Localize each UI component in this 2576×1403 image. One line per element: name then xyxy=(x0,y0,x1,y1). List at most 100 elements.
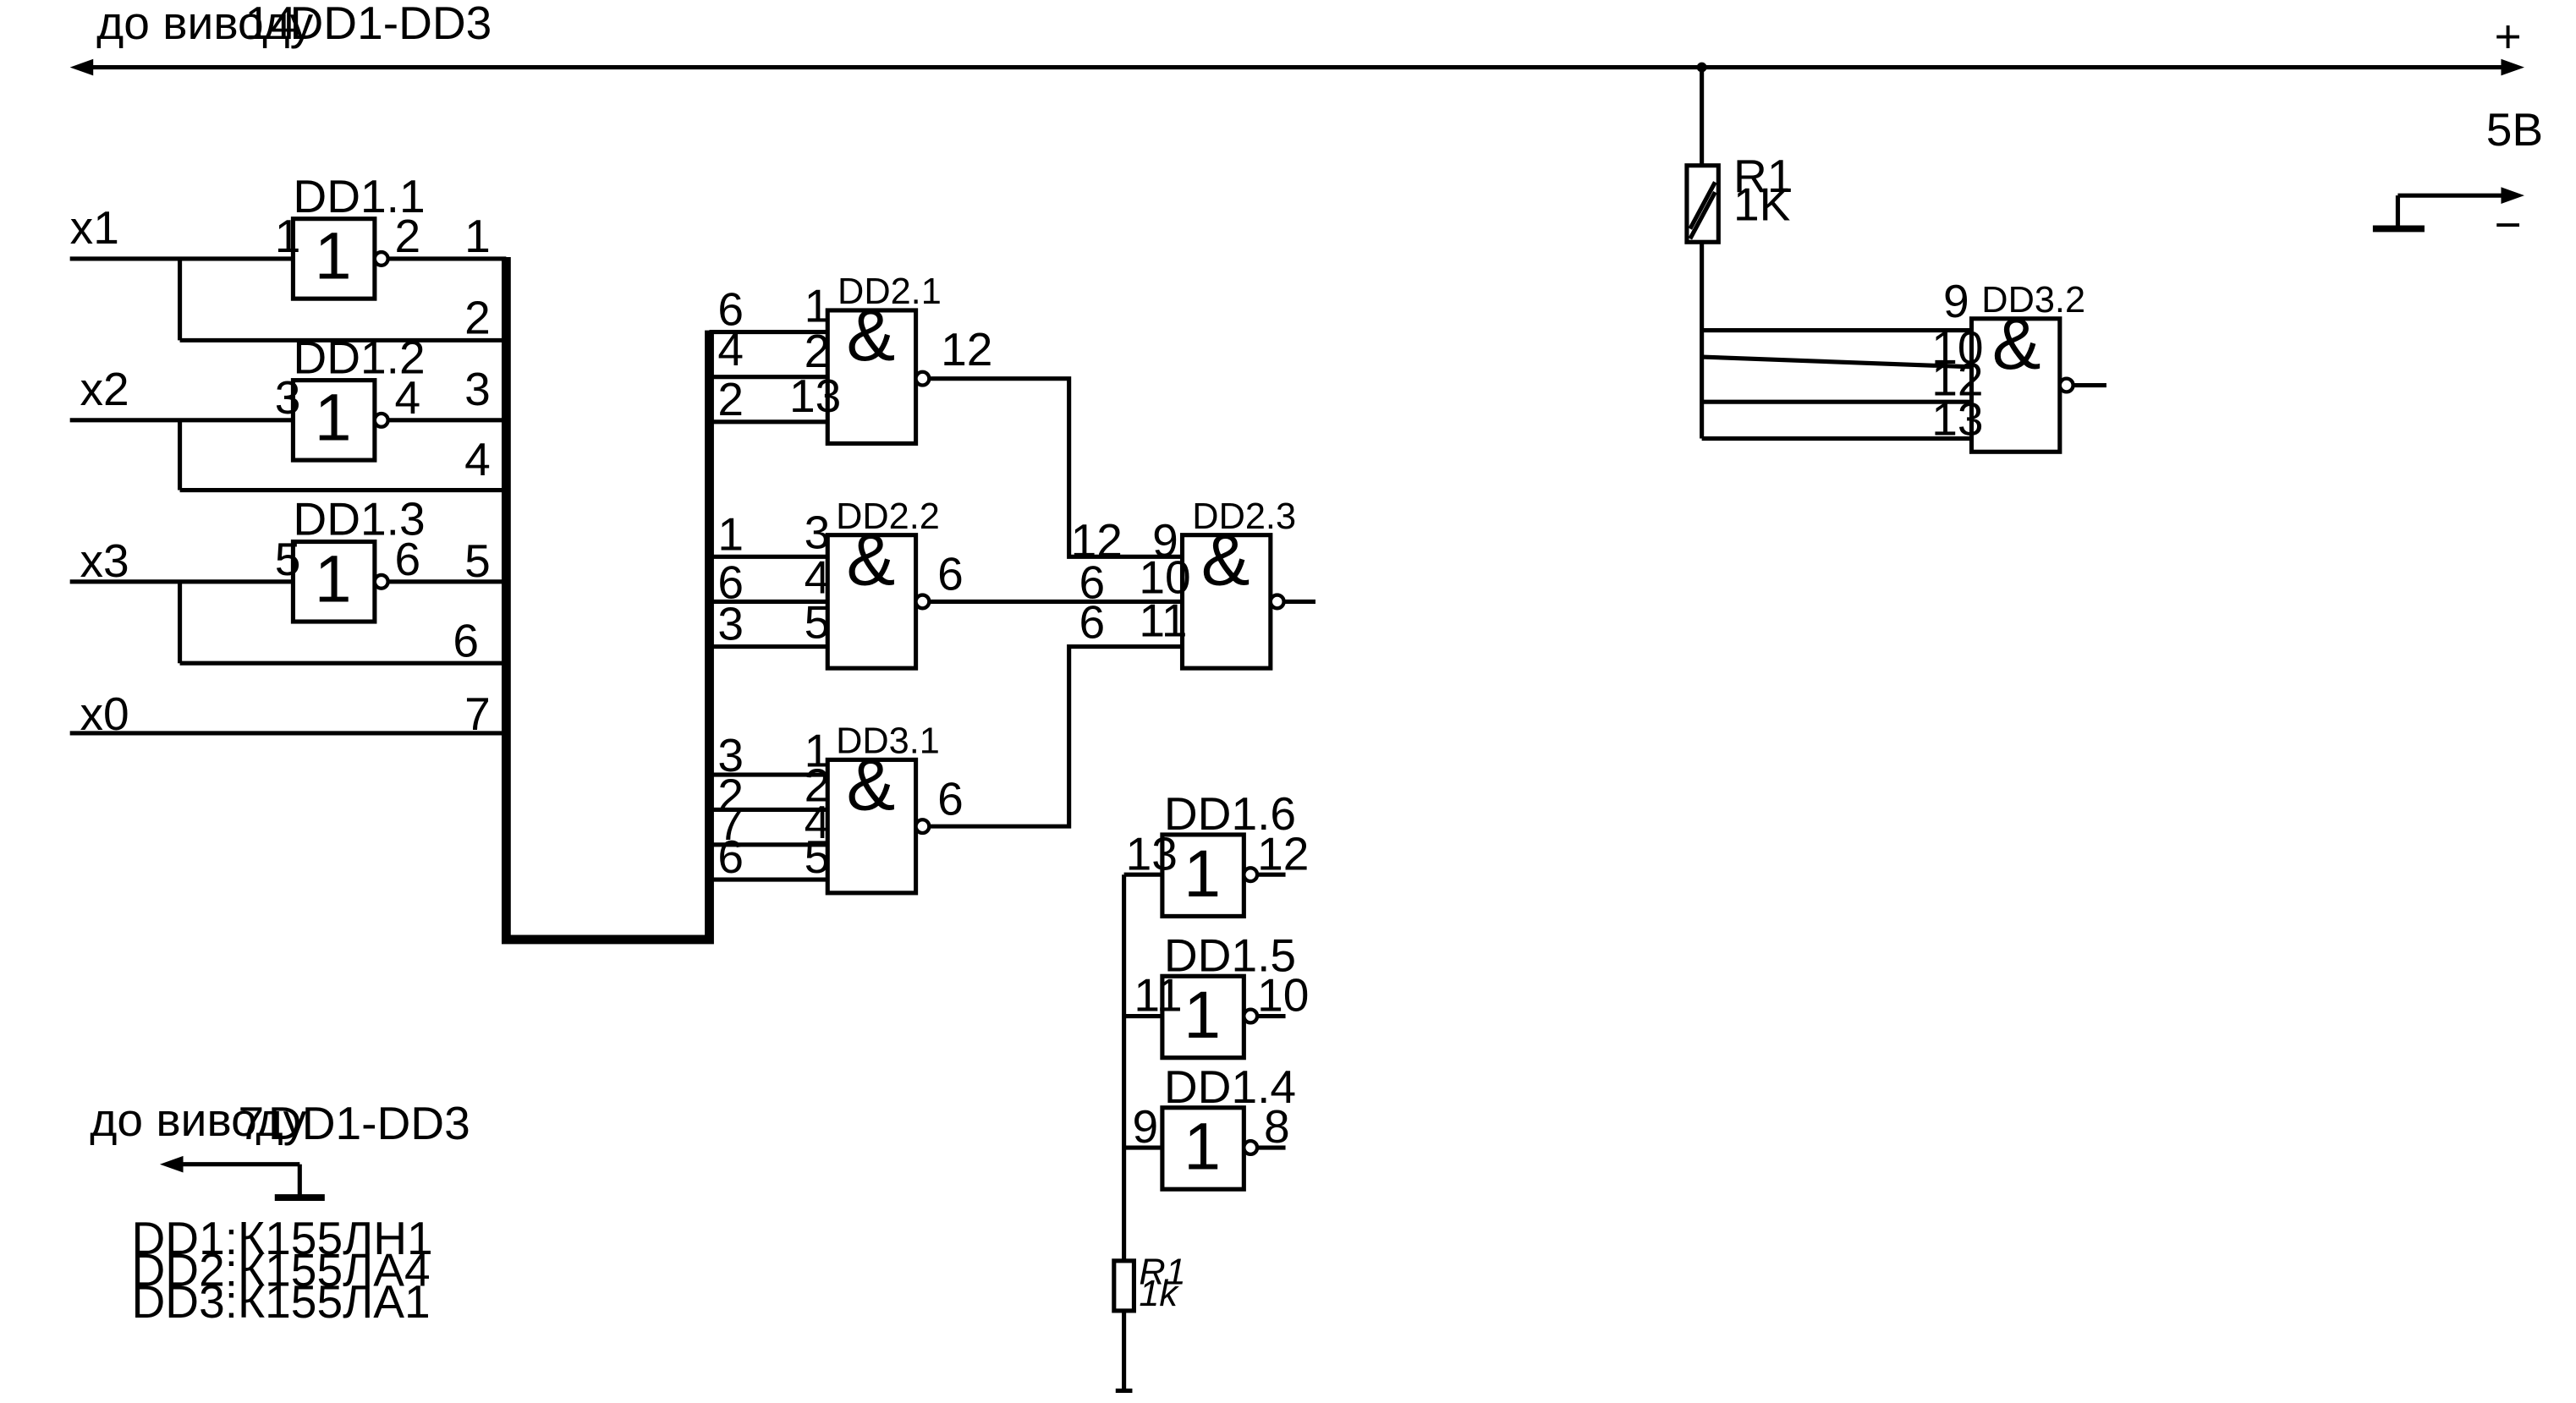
gate-dd3-1-wire-label-3: 7 xyxy=(717,797,744,850)
supply-voltage: 5В xyxy=(2486,103,2543,156)
gate-dd1-4: DD1.4 1 9 8 xyxy=(1132,1060,1296,1192)
gate-dd2-2: DD2.2 & 3 4 5 6 1 6 3 xyxy=(717,496,964,671)
gate-dd3-1-out-pin: 6 xyxy=(937,772,964,825)
bus-label-7: 7 xyxy=(464,688,491,740)
resistor-r1-bottom-value: 1k xyxy=(1139,1274,1179,1314)
gate-dd2-1-wire-label-3: 2 xyxy=(717,373,744,425)
bus-label-3: 3 xyxy=(464,363,491,415)
resistor-r1-top-name: R1 xyxy=(1733,150,1793,202)
resistor-r1-top-value: 1K xyxy=(1733,178,1791,231)
gate-dd2-2-out-pin: 6 xyxy=(937,548,964,600)
bus-label-2: 2 xyxy=(464,291,491,343)
gate-dd3-2-symbol: & xyxy=(1992,304,2041,385)
resistor-r1-bottom: R1 1k xyxy=(1112,1252,1186,1314)
gate-dd1-6-symbol: 1 xyxy=(1184,836,1221,911)
gate-dd2-3-symbol: & xyxy=(1201,520,1250,601)
input-wiring xyxy=(69,256,507,736)
gate-dd2-2-in-pin-3: 5 xyxy=(805,596,831,649)
gate-dd1-5-in-pin: 11 xyxy=(1134,969,1182,1022)
gate-dd2-1-in-pin-3: 13 xyxy=(789,370,841,422)
gate-dd2-3-in-pin-2: 10 xyxy=(1139,551,1190,604)
gate-dd2-1-in-pin-2: 2 xyxy=(805,325,831,377)
gate-dd1-5: DD1.5 1 11 10 xyxy=(1134,929,1309,1060)
chip-type-dd2: DD2:К155ЛА4 xyxy=(131,1243,430,1296)
bus-label-1: 1 xyxy=(464,210,491,262)
gate-dd2-3-name: DD2.3 xyxy=(1192,496,1296,537)
chip-type-dd3: DD3:К155ЛА1 xyxy=(131,1275,430,1328)
chip-type-dd1: DD1:К155ЛН1 xyxy=(131,1212,432,1264)
gate-dd2-1: DD2.1 & 1 2 13 12 6 4 2 xyxy=(717,271,992,446)
gate-dd2-1-wire-label-1: 6 xyxy=(717,283,744,336)
ground-symbol-supply xyxy=(2372,187,2524,233)
gate-dd2-2-wire-label-3: 3 xyxy=(717,598,744,650)
input-x3-label: x3 xyxy=(80,534,129,587)
gate-dd2-3-wire-label-2: 6 xyxy=(1079,556,1105,608)
gate-dd1-3-name: DD1.3 xyxy=(293,493,425,545)
gate-dd1-2-symbol: 1 xyxy=(315,380,352,454)
gate-dd1-4-symbol: 1 xyxy=(1184,1110,1221,1184)
gate-dd2-1-in-pin-1: 1 xyxy=(805,280,831,332)
top-note-prefix: до виводу xyxy=(96,0,313,49)
gate-dd3-1-wire-label-2: 2 xyxy=(717,769,744,821)
gate-dd3-1-wire-label-1: 3 xyxy=(717,729,744,781)
input-x1-label: x1 xyxy=(70,201,119,254)
gate-dd1-1: DD1.1 1 1 2 xyxy=(275,170,426,301)
gate-dd2-2-wire-label-1: 1 xyxy=(717,507,744,560)
gate-dd1-5-name: DD1.5 xyxy=(1164,929,1296,981)
gate-dd1-5-out-pin: 10 xyxy=(1257,969,1309,1022)
ground-symbol-bottom xyxy=(159,1155,325,1201)
gate-dd1-4-out-pin: 8 xyxy=(1264,1100,1290,1153)
bottom-note-prefix: до виводу xyxy=(90,1093,306,1146)
gate-dd1-1-name: DD1.1 xyxy=(293,170,425,222)
bus-label-6: 6 xyxy=(453,614,479,666)
gate-dd2-2-in-pin-1: 3 xyxy=(805,506,831,558)
gate-dd3-2-in-pin-4: 13 xyxy=(1931,393,1983,446)
gate-dd3-2: DD3.2 & 9 10 12 13 xyxy=(1931,275,2085,454)
bottom-note-chips: DD1-DD3 xyxy=(268,1097,470,1149)
gate-dd1-1-in-pin: 1 xyxy=(275,210,301,262)
gate-dd2-2-symbol: & xyxy=(847,520,896,601)
gate-dd3-1-in-pin-4: 5 xyxy=(805,830,831,883)
gate-dd1-3-symbol: 1 xyxy=(315,541,352,616)
bus-to-gate-wiring xyxy=(709,329,828,882)
gate-dd2-3: DD2.3 & 9 10 11 12 6 6 xyxy=(1071,496,1296,671)
unused-gates-wiring xyxy=(1115,872,1286,1393)
gate-dd1-5-symbol: 1 xyxy=(1184,978,1221,1052)
gate-dd3-1-symbol: & xyxy=(847,744,896,825)
supply-plus: + xyxy=(2495,10,2522,63)
resistor-r1-top: R1 1K xyxy=(1684,67,1793,439)
gate-dd1-2-in-pin: 3 xyxy=(275,371,301,424)
gate-dd2-2-wire-label-2: 6 xyxy=(717,556,744,608)
gate-dd2-1-symbol: & xyxy=(847,295,896,376)
gate-dd1-4-name: DD1.4 xyxy=(1164,1060,1296,1113)
gate-dd1-2: DD1.2 1 3 4 xyxy=(275,332,426,463)
gate-dd2-3-in-pin-3: 11 xyxy=(1139,595,1187,647)
gate-dd3-2-name: DD3.2 xyxy=(1981,280,2085,321)
gate-dd1-1-symbol: 1 xyxy=(315,219,352,293)
gate-dd1-6: DD1.6 1 13 12 xyxy=(1126,787,1309,918)
gate-dd1-6-out-pin: 12 xyxy=(1257,827,1309,880)
gate-dd3-1-name: DD3.1 xyxy=(836,721,940,762)
top-note-pin: 14 xyxy=(244,0,296,49)
gate-dd3-2-in-pin-2: 10 xyxy=(1931,321,1983,374)
gate-dd2-2-name: DD2.2 xyxy=(836,496,940,537)
top-note-chips: DD1-DD3 xyxy=(289,0,492,49)
gate-dd2-2-in-pin-2: 4 xyxy=(805,551,831,604)
gate-dd3-1-in-pin-1: 1 xyxy=(805,724,831,776)
resistor-r1-bottom-name: R1 xyxy=(1139,1252,1185,1292)
gate-dd1-3: DD1.3 1 5 6 xyxy=(275,493,426,624)
gate-dd2-1-out-pin: 12 xyxy=(941,323,992,375)
gate-dd2-3-in-pin-1: 9 xyxy=(1152,514,1178,567)
gate-dd1-2-name: DD1.2 xyxy=(293,332,425,384)
input-x0-label: x0 xyxy=(80,688,129,740)
gate-dd2-1-wire-label-2: 4 xyxy=(717,323,744,375)
gate-dd1-2-out-pin: 4 xyxy=(394,371,420,424)
gate-dd3-2-in-pin-1: 9 xyxy=(1943,275,1969,327)
gate-dd3-1-in-pin-3: 4 xyxy=(805,796,831,848)
bus-label-5: 5 xyxy=(464,534,491,587)
gate-dd3-1-wire-label-4: 6 xyxy=(717,830,744,883)
power-rail-top xyxy=(69,58,2524,76)
gate-dd3-1-in-pin-2: 2 xyxy=(805,759,831,812)
gate-dd2-1-name: DD2.1 xyxy=(838,271,942,312)
